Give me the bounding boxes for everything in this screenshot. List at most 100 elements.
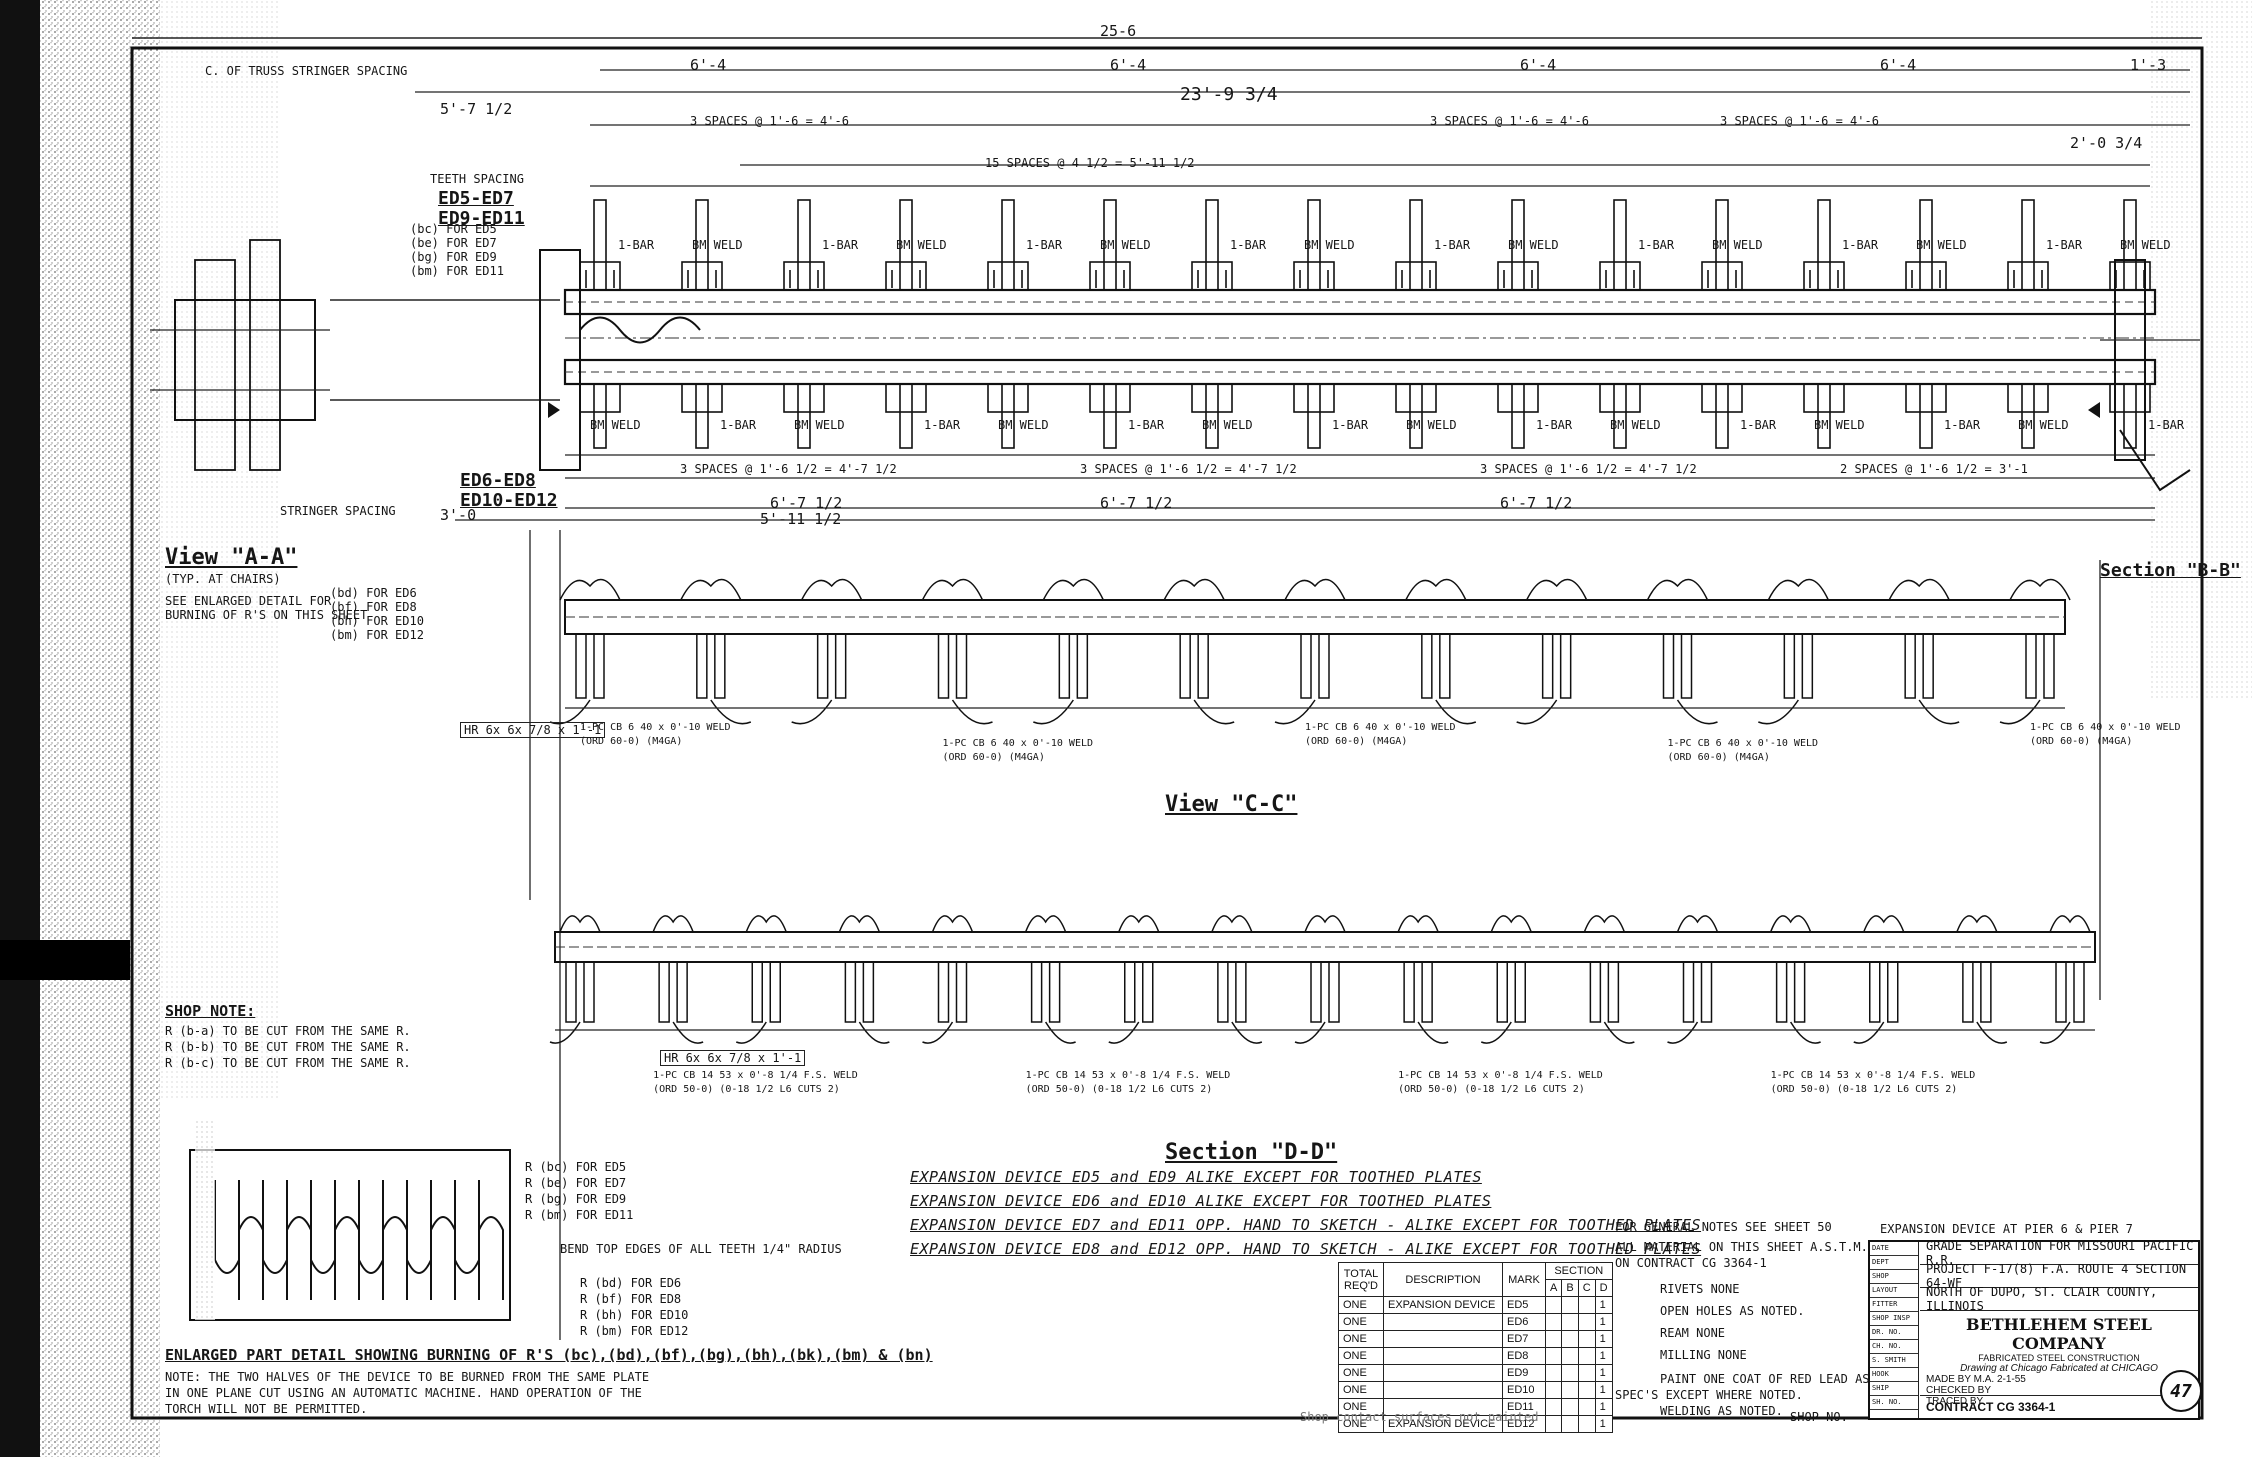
dim-2-0: 2'-0 3/4 [2070, 134, 2143, 152]
general-note-4: RIVETS NONE [1660, 1282, 1740, 1296]
lower-tooth-plate [1497, 383, 1539, 413]
dd-leg-left [751, 961, 763, 1023]
weld-label: BM WELD [1406, 418, 1457, 432]
bom-description [1383, 1364, 1503, 1382]
bom-sec-d: 1 [1594, 1313, 1613, 1331]
upper-tooth-plate [1191, 261, 1233, 291]
dim-6-7-c: 6'-7 1/2 [1500, 494, 1573, 512]
enlarged-teeth [214, 1180, 504, 1300]
cc-leader [1193, 699, 1235, 725]
bom-sec-c [1577, 1398, 1596, 1416]
upper-tooth [1409, 199, 1423, 291]
upper-tooth-plate [1293, 261, 1335, 291]
cc-leg-right [1076, 633, 1089, 699]
lower-tooth-plate [987, 383, 1029, 413]
bom-description: EXPANSION DEVICE [1383, 1415, 1503, 1433]
cc-leg-cap [1525, 578, 1588, 601]
lower-tooth-plate [1293, 383, 1335, 413]
view-aa-frame [174, 299, 316, 421]
enlarged-detail-title: ENLARGED PART DETAIL SHOWING BURNING OF … [165, 1346, 933, 1364]
cc-leg-left [816, 633, 829, 699]
cc-plate-note: 1-PC CB 6 40 x 0'-10 WELD [942, 738, 1094, 749]
title-line-3: NORTH OF DUPO, ST. CLAIR COUNTY, ILLINOI… [1920, 1285, 2198, 1313]
dd-leg-cap [838, 915, 881, 933]
dd-leg-cap [1863, 915, 1905, 933]
dd-leader [2039, 1021, 2071, 1044]
weld-label: BM WELD [1304, 238, 1355, 252]
lower-tooth [1103, 383, 1117, 449]
dd-leg-cap [2049, 915, 2091, 933]
cc-leader [1435, 699, 1477, 725]
weld-label: BM WELD [2018, 418, 2069, 432]
enl-note-3: (bh) FOR ED10 [330, 614, 424, 628]
dd-leader [1789, 1021, 1821, 1044]
dd-plate-ord: (ORD 50-0) (0-18 1/2 L6 CUTS 2) [1398, 1084, 1585, 1095]
cc-leader [710, 699, 752, 725]
dd-leg-cap [1956, 915, 1998, 933]
cc-leg-cap [921, 578, 984, 601]
upper-tooth-plate [987, 261, 1029, 291]
dd-leg-right [1793, 961, 1806, 1023]
dd-leader [1976, 1021, 2008, 1044]
dd-leg-cap [1397, 915, 1439, 933]
dd-leader [1108, 1021, 1140, 1044]
mark-ed-top-b: ED9-ED11 [438, 208, 525, 229]
cc-leg-right [834, 633, 847, 699]
bom-sec-a [1544, 1330, 1563, 1348]
cc-leader [1676, 699, 1718, 725]
cc-plate-ord: (ORD 60-0) (M4GA) [942, 752, 1045, 763]
enlarged-detail-frame [189, 1149, 511, 1321]
exp-note-3: EXPANSION DEVICE ED7 and ED11 OPP. HAND … [910, 1216, 1702, 1234]
cc-leg-cap [680, 578, 742, 601]
title-block-side-label: S. SMITH [1870, 1354, 1918, 1368]
bar-label: 1-BAR [1332, 418, 1369, 432]
cc-leg-left [1662, 633, 1675, 699]
top-ed-note-1: (bc) FOR ED5 [410, 222, 497, 236]
dd-leader [1603, 1021, 1635, 1044]
dim-6-4-d: 6'-4 [1880, 56, 1917, 74]
dim-5-11: 5'-11 1/2 [760, 510, 842, 528]
cc-leg-left [2025, 633, 2037, 699]
bom-sec-a [1544, 1398, 1563, 1416]
cc-leg-right [1680, 633, 1693, 699]
teeth-spacing-label: TEETH SPACING [430, 172, 524, 186]
bom-sec-b [1561, 1313, 1579, 1331]
dd-leader [922, 1021, 954, 1044]
bom-sec-c [1577, 1296, 1596, 1314]
bom-description [1383, 1330, 1503, 1348]
dd-leg-left [1682, 961, 1695, 1023]
lower-teeth-group [579, 383, 2151, 449]
dim-23-9: 23'-9 3/4 [1180, 84, 1278, 105]
top-ed-note-2: (be) FOR ED7 [410, 236, 497, 250]
bom-description [1383, 1381, 1503, 1399]
cc-plate-ord: (ORD 60-0) (M4GA) [580, 736, 683, 747]
cc-leg-left [696, 633, 708, 699]
dim-6-7-b: 6'-7 1/2 [1100, 494, 1173, 512]
cc-leg-left [937, 633, 950, 699]
title-block-side-label: SH. NO. [1870, 1396, 1918, 1410]
general-note-10: WELDING AS NOTED. [1660, 1404, 1783, 1418]
bom-mark: ED7 [1502, 1330, 1546, 1348]
section-dd-legs [549, 915, 2091, 1044]
cc-plate-ord: (ORD 60-0) (M4GA) [1667, 752, 1770, 763]
spaces-bot-3: 3 SPACES @ 1'-6 1/2 = 4'-7 1/2 [1480, 462, 1697, 476]
upper-tooth [797, 199, 811, 291]
bar-label: 1-BAR [2148, 418, 2185, 432]
dd-leg-left [1310, 961, 1322, 1023]
dd-leg-cap [559, 915, 601, 933]
bom-sec-d: 1 [1594, 1330, 1613, 1348]
truss-spacing-label: C. OF TRUSS STRINGER SPACING [205, 64, 408, 78]
upper-tooth-plate [681, 261, 723, 291]
spaces-top-2: 3 SPACES @ 1'-6 = 4'-6 [1430, 114, 1589, 128]
lower-tooth-plate [1191, 383, 1233, 413]
dd-leg-right [1048, 961, 1061, 1023]
bar-label: 1-BAR [1740, 418, 1777, 432]
weld-label: BM WELD [1916, 238, 1967, 252]
bom-header-mark: MARK [1502, 1262, 1546, 1297]
dd-leader [1231, 1021, 1263, 1044]
spaces-top-1: 3 SPACES @ 1'-6 = 4'-6 [690, 114, 849, 128]
cc-leader [1918, 699, 1960, 725]
bar-label: 1-BAR [822, 238, 859, 252]
